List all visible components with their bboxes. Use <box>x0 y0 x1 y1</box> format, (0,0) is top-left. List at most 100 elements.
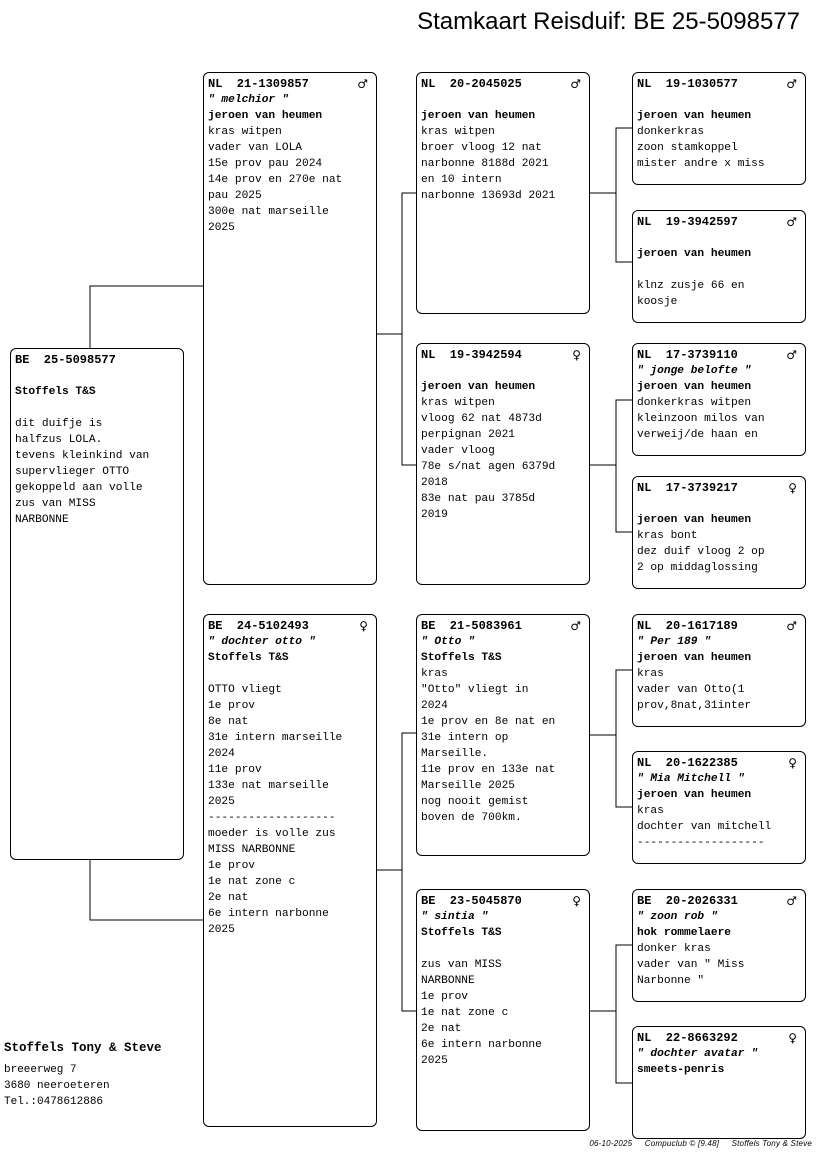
card-line: ------------------- <box>637 837 765 849</box>
owner-city: 3680 neeroeteren <box>4 1080 110 1092</box>
card-line: "Otto" vliegt in <box>421 684 529 696</box>
breeder-name: jeroen van heumen <box>637 381 752 393</box>
card-line: 1e prov <box>208 860 255 872</box>
pigeon-name <box>637 230 801 246</box>
card-line: vloog 62 nat 4873d <box>421 413 542 425</box>
card-line: 11e prov en 133e nat <box>421 764 556 776</box>
pigeon-name: " jonge belofte " <box>637 365 752 377</box>
owner-address: Stoffels Tony & Steve breeerweg 7 3680 n… <box>4 1040 162 1110</box>
card-line: kras witpen <box>208 126 282 138</box>
breeder-name: Stoffels T&S <box>15 386 96 398</box>
ring-number: BE 23-5045870 <box>421 894 522 908</box>
breeder-name: Stoffels T&S <box>208 652 289 664</box>
card-line: Marseille. <box>421 748 489 760</box>
card-line: zus van MISS <box>15 498 96 510</box>
card-line: 1e prov <box>421 991 468 1003</box>
card-header: NL 20-1622385♀ <box>637 755 801 771</box>
card-line: tevens kleinkind van <box>15 450 150 462</box>
pigeon-name: " Mia Mitchell " <box>637 773 745 785</box>
breeder-name: jeroen van heumen <box>637 514 752 526</box>
card-line: klnz zusje 66 en <box>637 280 745 292</box>
card-line: broer vloog 12 nat <box>421 142 542 154</box>
pigeon-name <box>421 92 585 108</box>
ring-number: NL 19-3942594 <box>421 348 522 362</box>
connector-line <box>615 735 633 808</box>
card-line: pau 2025 <box>208 190 262 202</box>
connector-line <box>376 732 417 871</box>
connector-line <box>589 669 633 736</box>
pigeon-name <box>15 368 179 384</box>
pedigree-card: BE 20-2026331♂" zoon rob "hok rommelaere… <box>632 889 806 1002</box>
connector-line <box>401 870 417 1012</box>
card-line: mister andre x miss <box>637 158 765 170</box>
footer-date: 06-10-2025 <box>589 1139 633 1148</box>
card-line: kleinzoon milos van <box>637 413 765 425</box>
card-header: NL 21-1309857 ♂ <box>208 76 372 92</box>
page-title: Stamkaart Reisduif: BE 25-5098577 <box>417 8 800 35</box>
ring-number: NL 19-3942597 <box>637 215 738 229</box>
pigeon-name <box>637 92 801 108</box>
pedigree-card: NL 20-1617189♂" Per 189 "jeroen van heum… <box>632 614 806 727</box>
card-line: donkerkras witpen <box>637 397 752 409</box>
pedigree-card: NL 17-3739110 ♂ " jonge belofte " jeroen va… <box>632 343 806 456</box>
connector-line <box>615 193 633 263</box>
ring-number: NL 21-1309857 <box>208 77 309 91</box>
pigeon-name <box>421 363 585 379</box>
pedigree-card: BE 24-5102493♀" dochter otto "Stoffels T… <box>203 614 377 1127</box>
ring-number: NL 17-3739110 <box>637 348 738 362</box>
card-line: 11e prov <box>208 764 262 776</box>
card-header: NL 19-1030577♂ <box>637 76 801 92</box>
card-line: kras <box>637 668 664 680</box>
card-line: 15e prov pau 2024 <box>208 158 323 170</box>
ring-number: BE 24-5102493 <box>208 619 309 633</box>
card-line: vader vloog <box>421 445 495 457</box>
card-line: 6e intern narbonne <box>421 1039 542 1051</box>
card-line: narbonne 8188d 2021 <box>421 158 549 170</box>
card-line: 1e prov <box>208 700 255 712</box>
card-line: 2025 <box>208 796 235 808</box>
card-line: 2019 <box>421 509 448 521</box>
card-line: kras <box>637 805 664 817</box>
card-line: vader van " Miss <box>637 959 745 971</box>
card-line: moeder is volle zus <box>208 828 336 840</box>
card-line: 6e intern narbonne <box>208 908 329 920</box>
card-line: 2024 <box>421 700 448 712</box>
card-header: BE 21-5083961♂ <box>421 618 585 634</box>
card-line: prov,8nat,31inter <box>637 700 752 712</box>
card-line: en 10 intern <box>421 174 502 186</box>
card-line: Marseille 2025 <box>421 780 515 792</box>
card-line: kras bont <box>637 530 698 542</box>
connector-line <box>615 465 633 533</box>
female-symbol-icon: ♀ <box>572 348 581 362</box>
card-line: dochter van mitchell <box>637 821 772 833</box>
card-header: BE 23-5045870♀ <box>421 893 585 909</box>
card-line: supervlieger OTTO <box>15 466 130 478</box>
card-line: 133e nat marseille <box>208 780 329 792</box>
male-symbol-icon: ♂ <box>786 348 797 362</box>
pigeon-name: " Otto " <box>421 636 475 648</box>
card-line: dez duif vloog 2 op <box>637 546 765 558</box>
female-symbol-icon: ♀ <box>359 619 368 633</box>
card-line: 2024 <box>208 748 235 760</box>
male-symbol-icon: ♂ <box>357 77 368 91</box>
ring-number: NL 20-2045025 <box>421 77 522 91</box>
male-symbol-icon: ♂ <box>786 894 797 908</box>
card-line: vader van Otto(1 <box>637 684 745 696</box>
card-header: NL 20-2045025♂ <box>421 76 585 92</box>
pedigree-card: NL 20-1622385♀" Mia Mitchell "jeroen van… <box>632 751 806 864</box>
card-line: 2e nat <box>421 1023 462 1035</box>
male-symbol-icon: ♂ <box>786 77 797 91</box>
owner-street: breeerweg 7 <box>4 1064 77 1076</box>
male-symbol-icon: ♂ <box>570 619 581 633</box>
card-line: 1e nat zone c <box>421 1007 509 1019</box>
pigeon-name: " sintia " <box>421 911 489 923</box>
breeder-name: jeroen van heumen <box>421 381 536 393</box>
card-line: OTTO vliegt <box>208 684 282 696</box>
card-line: 2 op middaglossing <box>637 562 758 574</box>
ring-number: BE 20-2026331 <box>637 894 738 908</box>
card-line: 2018 <box>421 477 448 489</box>
